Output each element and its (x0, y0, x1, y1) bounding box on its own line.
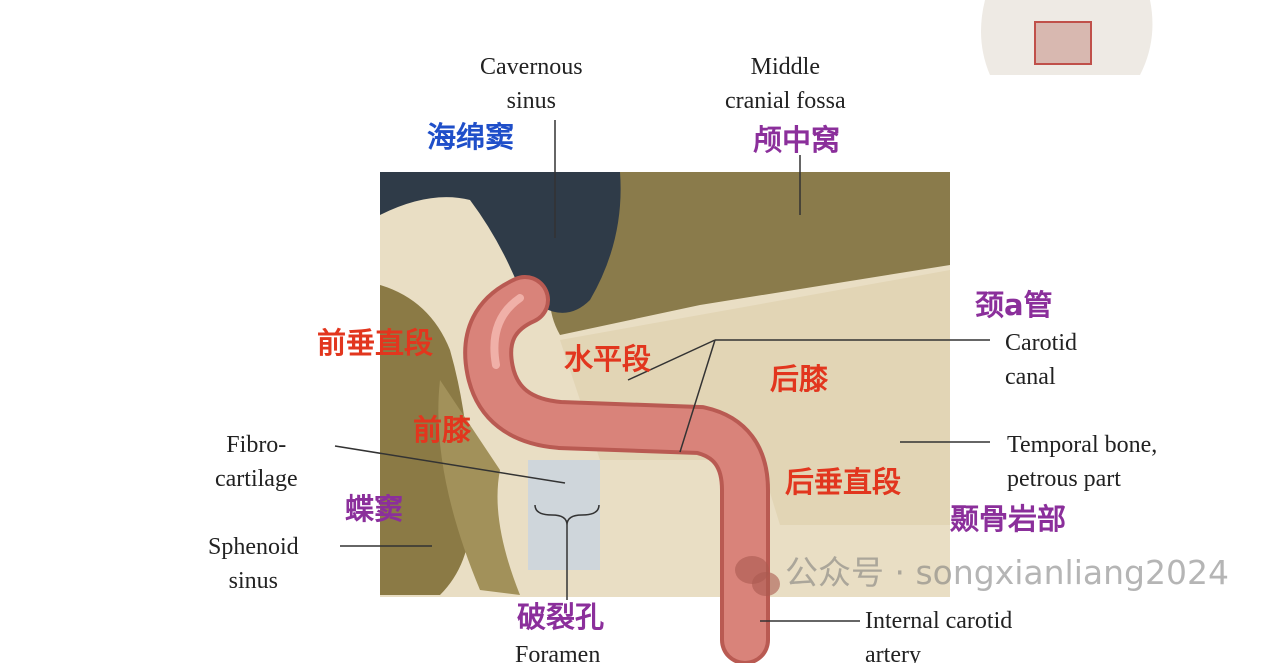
label-carotid-canal: Carotid canal (1005, 330, 1077, 390)
zh-anterior-vertical: 前垂直段 (317, 326, 434, 360)
zh-petrous-temporal: 颞骨岩部 (950, 502, 1067, 536)
zh-anterior-genu: 前膝 (413, 413, 472, 447)
zh-carotid-canal: 颈a管 (975, 288, 1053, 322)
zh-posterior-vertical: 后垂直段 (785, 465, 902, 499)
label-middle-cranial-fossa: Middle cranial fossa (725, 54, 846, 114)
label-foramen: Foramen (515, 642, 601, 663)
leader-lines (334, 120, 990, 622)
zh-posterior-genu: 后膝 (770, 362, 829, 396)
label-sphenoid-sinus: Sphenoid sinus (208, 534, 299, 594)
label-fibrocartilage: Fibro- cartilage (215, 432, 298, 492)
skull-thumbnail (981, 0, 1153, 75)
label-internal-carotid: Internal carotid artery (865, 608, 1013, 663)
zh-sphenoid-sinus: 蝶窦 (345, 492, 404, 526)
zh-middle-cranial-fossa: 颅中窝 (753, 123, 841, 157)
zh-cavernous-sinus: 海绵窦 (427, 120, 515, 154)
wechat-icon (735, 556, 780, 596)
label-temporal-bone: Temporal bone, petrous part (1007, 432, 1158, 492)
cavernous-sinus (380, 172, 621, 313)
watermark: 公众号 · songxianliang2024 (785, 553, 1229, 592)
sphenoid-sinus (380, 285, 471, 595)
zh-foramen-lacerum: 破裂孔 (517, 600, 605, 634)
zh-horizontal: 水平段 (564, 342, 652, 376)
middle-cranial-fossa (550, 172, 950, 335)
label-cavernous-sinus: Cavernous sinus (480, 54, 583, 114)
